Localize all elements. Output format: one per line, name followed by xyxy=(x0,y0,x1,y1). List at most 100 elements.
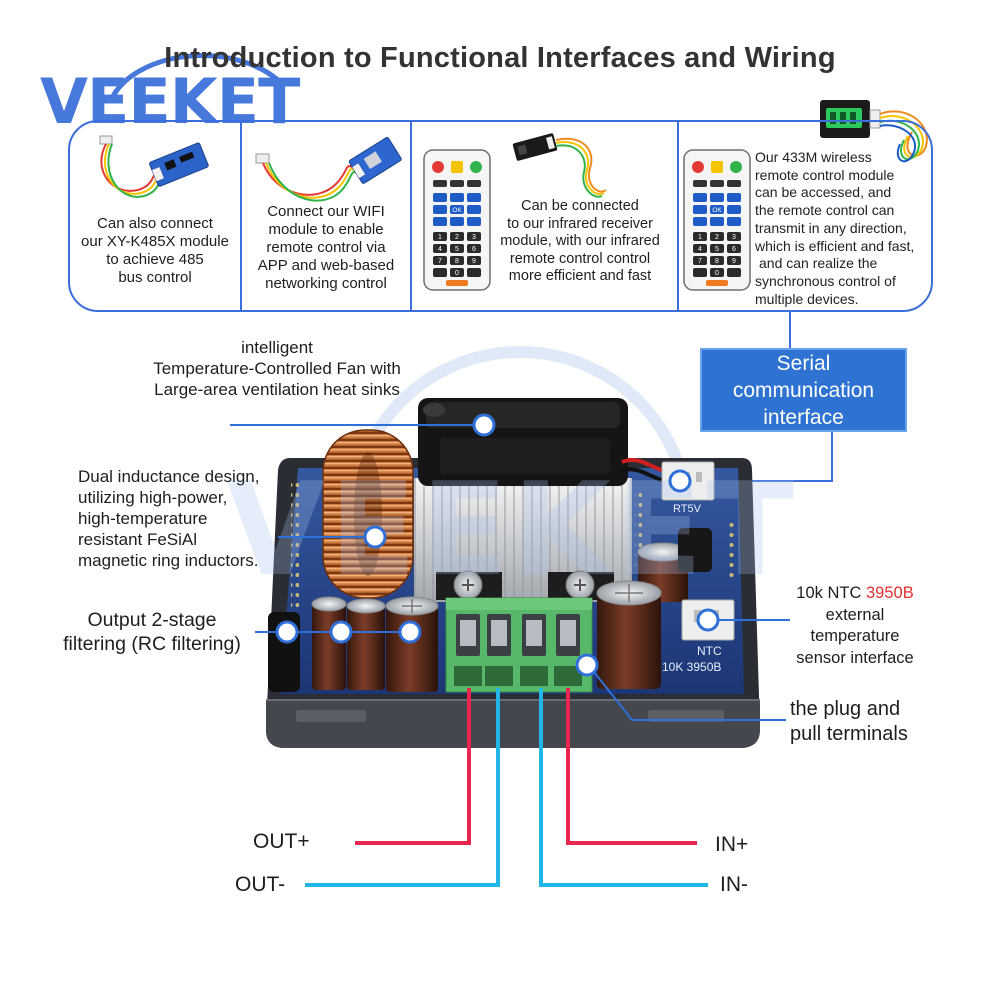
out-minus-wire xyxy=(305,688,500,887)
callout-line: Dual inductance design, xyxy=(78,467,260,486)
controller-board: RT5V NTC 10K 3950B xyxy=(226,346,798,748)
number-key-label: 0 xyxy=(455,270,459,277)
page-title: Introduction to Functional Interfaces an… xyxy=(164,42,836,74)
panel-text-line: remote control via xyxy=(266,239,386,256)
out-plus-label: OUT+ xyxy=(253,830,310,853)
panel-text-line: remote control module xyxy=(755,166,895,183)
nav-key xyxy=(710,217,724,226)
function-key xyxy=(451,161,463,173)
serial-label-line: communication xyxy=(732,379,875,402)
terminal-block xyxy=(445,597,593,693)
number-key-label: 9 xyxy=(732,258,736,265)
ntc-value-label: 10K 3950B xyxy=(662,660,721,674)
number-key-label: 2 xyxy=(715,234,719,241)
brand-badge xyxy=(446,280,468,286)
logo-swoosh-icon xyxy=(109,53,284,100)
ok-key-label: OK xyxy=(712,207,722,214)
in-minus-label: IN- xyxy=(720,873,748,896)
panel-text-line: module to enable xyxy=(268,221,384,238)
filter-pointer-dot xyxy=(275,620,299,644)
panel-485-text: Can also connect our XY-K485X module to … xyxy=(70,215,240,287)
number-key-label: 6 xyxy=(472,246,476,253)
433m-wireless-module-icon xyxy=(820,100,928,163)
ok-key-label: OK xyxy=(452,207,462,214)
fan-callout: intelligent Temperature-Controlled Fan w… xyxy=(118,337,436,400)
nav-key xyxy=(450,217,464,226)
serial-port-label: RT5V xyxy=(673,503,702,515)
panel-text-line: to our infrared receiver xyxy=(507,215,653,232)
ntc-prefix: 10k NTC xyxy=(796,584,866,602)
number-key-label: 8 xyxy=(455,258,459,265)
nav-key xyxy=(693,217,707,226)
nav-key xyxy=(467,205,481,214)
number-key-label: 0 xyxy=(715,270,719,277)
nav-key xyxy=(693,205,707,214)
panel-text-line: module, with our infrared xyxy=(500,233,660,249)
ntc-port-label: NTC xyxy=(697,644,722,658)
number-key xyxy=(727,232,741,241)
callout-line: magnetic ring inductors. xyxy=(78,551,259,570)
screw-icon xyxy=(565,570,595,600)
accessory-panel xyxy=(68,120,933,312)
callout-line: sensor interface xyxy=(796,648,914,667)
nav-key xyxy=(727,193,741,202)
nav-key xyxy=(467,217,481,226)
number-key xyxy=(433,268,447,277)
capacitor xyxy=(346,598,386,690)
callout-line: Temperature-Controlled Fan with xyxy=(153,359,401,378)
ntc-pointer-dot xyxy=(696,608,720,632)
number-key xyxy=(710,232,724,241)
nav-key xyxy=(727,217,741,226)
function-key xyxy=(433,180,447,187)
number-key xyxy=(693,244,707,253)
number-key-label: 3 xyxy=(732,234,736,241)
callout-line: external xyxy=(825,605,885,624)
nav-key xyxy=(433,217,447,226)
ntc-callout: 10k NTC 3950B external temperature senso… xyxy=(780,583,930,669)
nav-key xyxy=(727,205,741,214)
number-key-label: 3 xyxy=(472,234,476,241)
number-key-label: 7 xyxy=(698,258,702,265)
number-key-label: 8 xyxy=(715,258,719,265)
power-key xyxy=(432,161,444,173)
pcb-holes-top xyxy=(635,490,642,570)
callout-line: intelligent xyxy=(241,338,313,357)
choke xyxy=(678,528,712,572)
wifi-module-icon xyxy=(255,137,402,202)
function-key xyxy=(710,180,724,187)
number-key-label: 6 xyxy=(732,246,736,253)
front-lip xyxy=(266,700,760,748)
number-key xyxy=(450,232,464,241)
watermark: VEEKET xyxy=(226,456,798,605)
serial-label-line: Serial xyxy=(776,352,831,375)
panel-wifi-text: Connect our WIFI module to enable remote… xyxy=(242,203,410,293)
serial-pointer-dot xyxy=(668,469,692,493)
number-key xyxy=(693,232,707,241)
number-key xyxy=(433,232,447,241)
in-plus-label: IN+ xyxy=(715,833,749,856)
number-key xyxy=(450,256,464,265)
panel-text-line: transmit in any direction, xyxy=(755,219,907,236)
cooling-fan xyxy=(418,398,628,486)
nav-key xyxy=(450,193,464,202)
callout-line: Output 2-stage xyxy=(87,609,217,631)
number-key-label: 4 xyxy=(438,246,442,253)
xy-k485x-module-icon xyxy=(99,135,209,198)
number-key xyxy=(467,244,481,253)
number-key xyxy=(450,244,464,253)
panel-text-line: to achieve 485 xyxy=(106,251,204,268)
out-plus-wire xyxy=(355,688,471,845)
callout-line: high-temperature xyxy=(78,509,208,528)
number-key xyxy=(710,256,724,265)
number-key-label: 7 xyxy=(438,258,442,265)
number-key-label: 2 xyxy=(455,234,459,241)
filter-pointer-dot xyxy=(398,620,422,644)
callout-line: resistant FeSiAl xyxy=(78,530,198,549)
number-key-label: 4 xyxy=(698,246,702,253)
panel-text-line: which is efficient and fast, xyxy=(755,237,915,254)
inductor-pointer-dot xyxy=(363,525,387,549)
pcb-holes-left xyxy=(291,478,299,608)
number-key xyxy=(727,268,741,277)
front-slot xyxy=(296,710,366,722)
